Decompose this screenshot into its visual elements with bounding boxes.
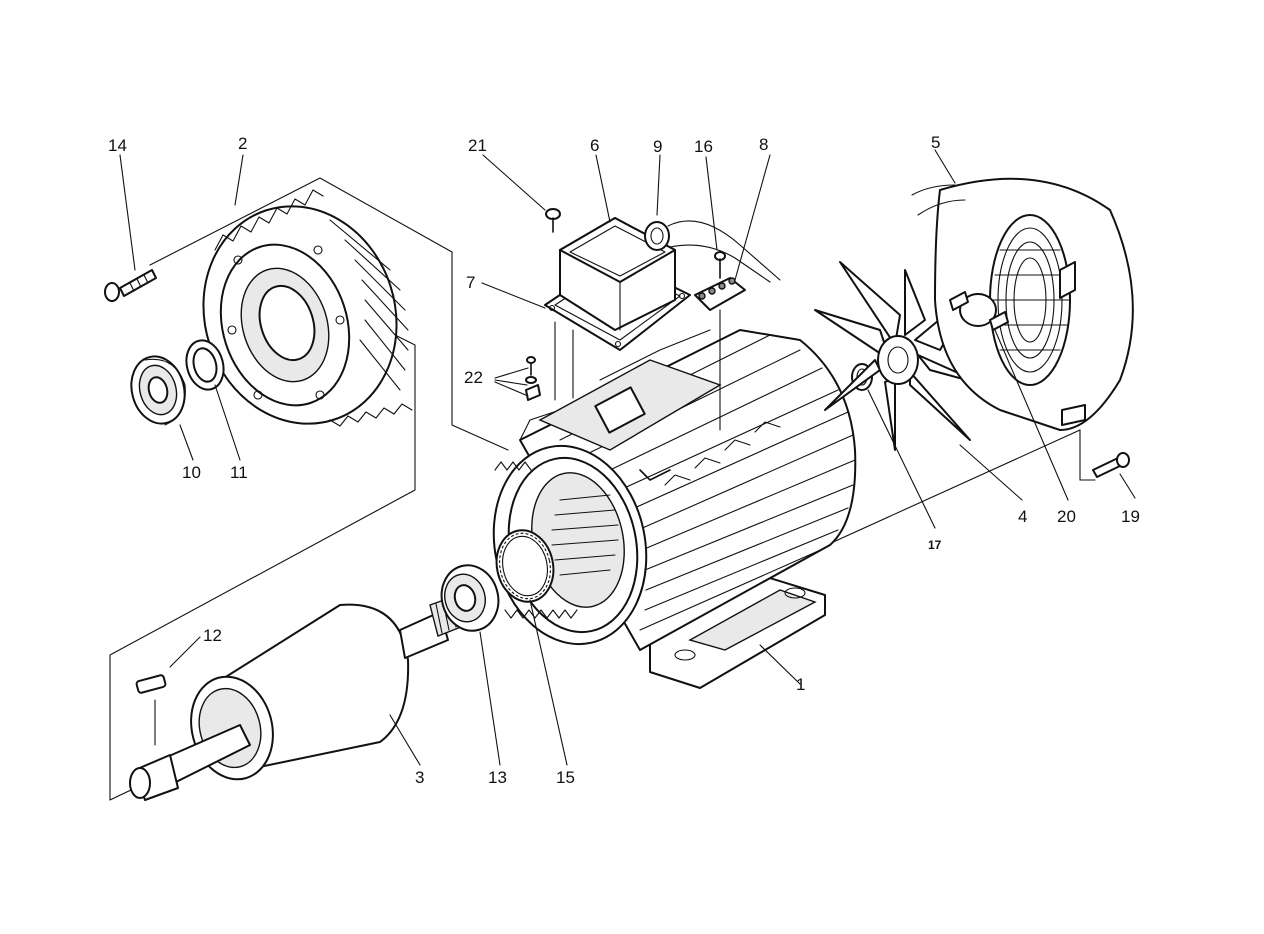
label-part-3: 3 [415, 768, 424, 787]
label-part-2: 2 [238, 134, 247, 153]
label-part-8: 8 [759, 135, 768, 154]
fan-cover-screw [1092, 452, 1130, 478]
label-part-19: 19 [1121, 507, 1140, 526]
label-part-10: 10 [182, 463, 201, 482]
end-shield-bolt [104, 269, 157, 302]
earth-terminal [525, 356, 541, 401]
terminal-box-cover [559, 217, 676, 331]
fan-cover [911, 177, 1134, 431]
label-part-1: 1 [796, 675, 805, 694]
label-part-20: 20 [1057, 507, 1076, 526]
label-part-11: 11 [230, 463, 248, 482]
fan-clamp [949, 291, 1009, 331]
terminal-screw [714, 251, 726, 279]
rotor-shaft [129, 594, 467, 801]
terminal-block [694, 277, 746, 431]
cable-gland [644, 220, 781, 283]
wave-spring-washer [495, 529, 555, 603]
label-part-9: 9 [653, 137, 662, 156]
label-part-5: 5 [931, 133, 940, 152]
label-part-7: 7 [466, 273, 475, 292]
label-part-14: 14 [108, 136, 127, 155]
bearing-cap-ring [185, 339, 225, 391]
label-part-6: 6 [590, 136, 599, 155]
end-shield-drive-side [202, 189, 413, 427]
bearing-drive-side [130, 355, 186, 426]
label-part-16: 16 [694, 137, 713, 156]
label-part-22: 22 [464, 368, 483, 387]
label-part-13: 13 [488, 768, 507, 787]
shaft-key [135, 674, 167, 694]
label-part-15: 15 [556, 768, 575, 787]
label-part-21: 21 [468, 136, 487, 155]
label-part-4: 4 [1018, 507, 1027, 526]
leader-lines [119, 149, 1136, 766]
bearing-non-drive-side [440, 564, 500, 632]
label-part-12: 12 [203, 626, 222, 645]
cover-screw [545, 208, 561, 233]
part-number-labels: 14 2 21 6 9 16 8 5 7 22 10 11 12 3 13 15… [108, 133, 1140, 787]
label-part-17: 17 [928, 538, 942, 552]
